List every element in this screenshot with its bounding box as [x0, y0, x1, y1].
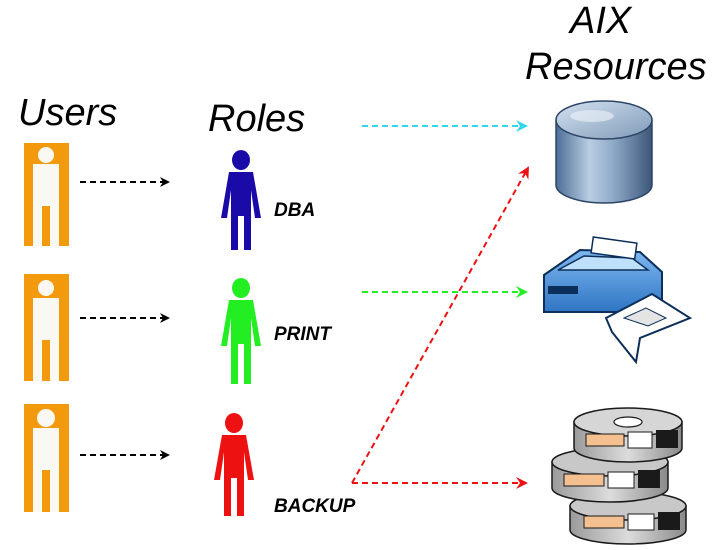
roles-heading: Roles — [208, 98, 306, 140]
user-1 — [24, 143, 69, 246]
tape-reels-icon — [551, 407, 687, 545]
role-dba — [221, 150, 261, 250]
users-heading: Users — [18, 92, 118, 134]
role-label-backup: BACKUP — [274, 496, 356, 517]
person-icon — [214, 413, 254, 516]
person-icon — [221, 150, 261, 250]
database-icon — [555, 100, 653, 204]
role-label-print: PRINT — [274, 324, 331, 345]
resources-heading-line2: Resources — [525, 46, 707, 88]
role-backup — [214, 413, 254, 516]
person-icon — [221, 278, 261, 384]
user-3 — [24, 404, 69, 512]
user-icon — [24, 143, 69, 246]
resources-heading-line1: AIX — [570, 0, 632, 42]
role-label-dba: DBA — [274, 200, 316, 221]
printer-icon — [543, 236, 693, 365]
user-icon — [24, 274, 69, 381]
role-print — [221, 278, 261, 384]
connector-backup-database — [351, 166, 529, 484]
user-icon — [24, 404, 69, 512]
user-2 — [24, 274, 69, 381]
